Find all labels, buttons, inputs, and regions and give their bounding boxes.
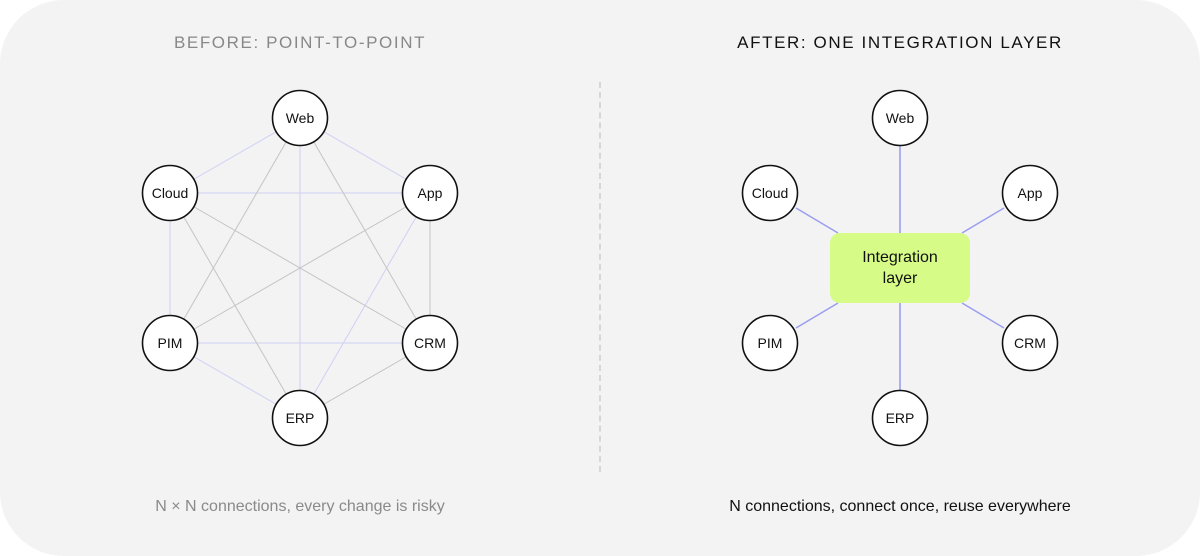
before-node-erp: ERP bbox=[271, 389, 329, 447]
before-node-pim-label: PIM bbox=[158, 335, 183, 351]
after-node-crm: CRM bbox=[1001, 314, 1059, 372]
before-caption: N × N connections, every change is risky bbox=[155, 498, 445, 515]
hub-label-line1: Integration bbox=[862, 249, 938, 266]
before-node-crm: CRM bbox=[401, 314, 459, 372]
after-node-erp: ERP bbox=[871, 389, 929, 447]
before-node-app-label: App bbox=[418, 185, 443, 201]
hub-label-line2: layer bbox=[883, 270, 918, 287]
before-node-cloud: Cloud bbox=[141, 164, 199, 222]
after-node-app-label: App bbox=[1018, 185, 1043, 201]
before-node-crm-label: CRM bbox=[414, 335, 446, 351]
spoke-app bbox=[961, 207, 1005, 234]
before-node-web-label: Web bbox=[286, 110, 315, 126]
after-node-pim: PIM bbox=[741, 314, 799, 372]
after-node-web-label: Web bbox=[886, 110, 915, 126]
after-caption: N connections, connect once, reuse every… bbox=[729, 498, 1071, 515]
before-node-app: App bbox=[401, 164, 459, 222]
spoke-crm bbox=[961, 302, 1005, 329]
before-node-web: Web bbox=[271, 89, 329, 147]
after-title: AFTER: ONE INTEGRATION LAYER bbox=[737, 33, 1063, 52]
after-node-pim-label: PIM bbox=[758, 335, 783, 351]
after-node-app: App bbox=[1001, 164, 1059, 222]
after-node-erp-label: ERP bbox=[886, 410, 915, 426]
before-mesh-edges bbox=[169, 117, 431, 419]
before-node-cloud-label: Cloud bbox=[152, 185, 189, 201]
after-spokes bbox=[795, 145, 1005, 391]
after-node-web: Web bbox=[871, 89, 929, 147]
before-node-pim: PIM bbox=[141, 314, 199, 372]
after-node-crm-label: CRM bbox=[1014, 335, 1046, 351]
edge-app-pim bbox=[169, 192, 431, 344]
spoke-cloud bbox=[795, 207, 839, 234]
spoke-pim bbox=[795, 302, 839, 329]
after-node-cloud-label: Cloud bbox=[752, 185, 789, 201]
integration-layer-hub: Integration layer bbox=[830, 233, 970, 303]
section-divider bbox=[599, 82, 601, 472]
before-node-erp-label: ERP bbox=[286, 410, 315, 426]
before-title: BEFORE: POINT-TO-POINT bbox=[173, 33, 427, 52]
after-node-cloud: Cloud bbox=[741, 164, 799, 222]
